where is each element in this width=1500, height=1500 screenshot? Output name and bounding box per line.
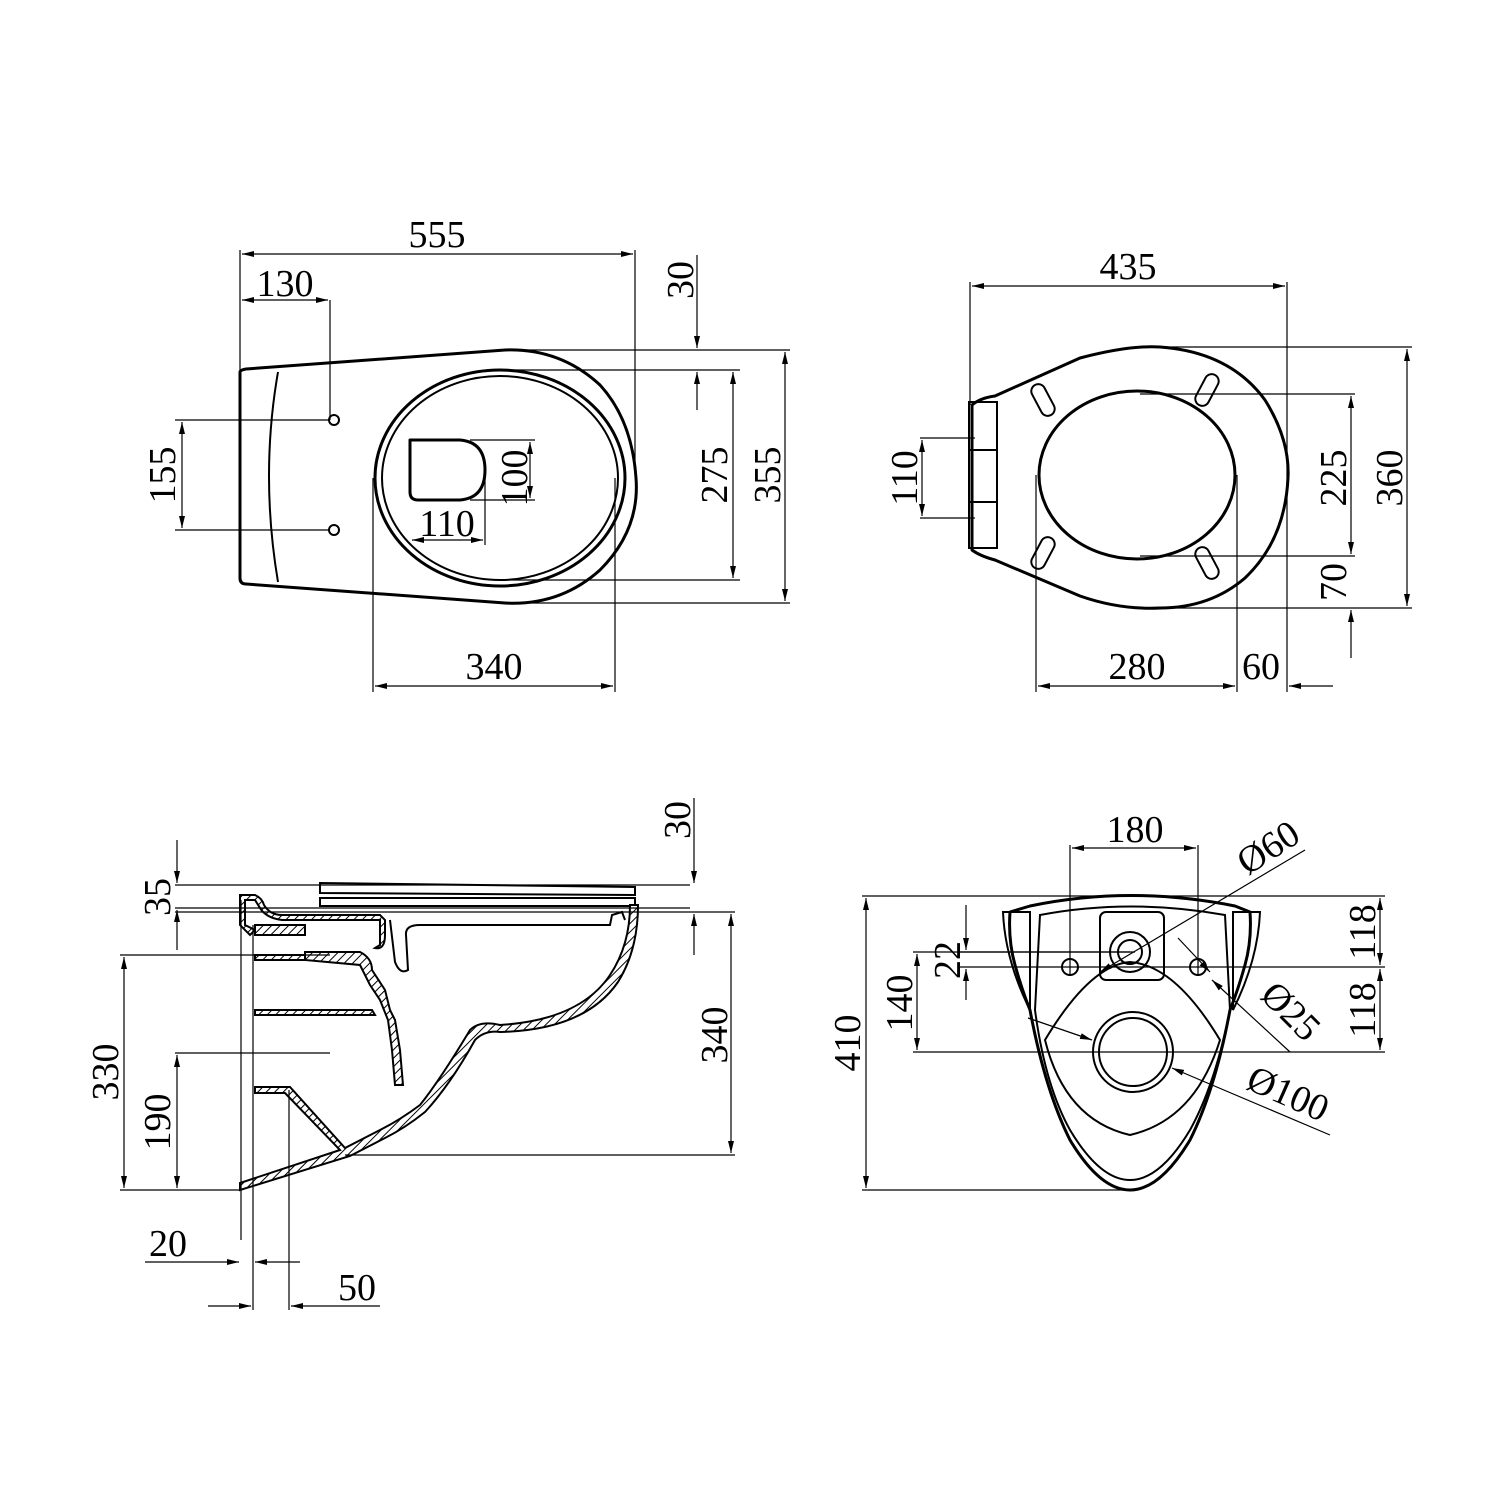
bumper-icon — [1030, 383, 1056, 417]
dimension-labels: 30 35 330 190 340 20 50 — [85, 801, 736, 1309]
dim-seat-thickness: 30 — [657, 801, 699, 839]
dim-bolt-diameter: Ø25 — [1252, 974, 1328, 1050]
dimension-labels: 555 130 30 155 100 110 275 355 340 — [142, 214, 789, 688]
dim-inlet-diameter: Ø60 — [1230, 812, 1308, 883]
top-bowl-view: 555 130 30 155 100 110 275 355 340 — [142, 214, 790, 692]
dim-overall-width: 355 — [747, 447, 789, 504]
dim-lower-offset: 118 — [1342, 982, 1384, 1038]
dim-bolt-to-outlet: 140 — [879, 975, 921, 1032]
dim-seat-length: 435 — [1100, 246, 1157, 288]
dim-mount-offset: 130 — [257, 263, 314, 305]
mount-hole-icon — [328, 524, 340, 536]
dimension-labels: 435 110 225 360 70 280 60 — [884, 246, 1411, 688]
dim-rear-margin: 70 — [1313, 563, 1355, 601]
bumper-icon — [1194, 373, 1220, 407]
bowl-outline — [238, 348, 638, 605]
dim-outlet-height: 190 — [137, 1094, 179, 1151]
dim-hinge-spacing: 110 — [884, 450, 926, 506]
dim-mount-spacing: 155 — [142, 447, 184, 504]
section-outline — [239, 881, 640, 1192]
dim-front-margin: 60 — [1242, 646, 1280, 688]
dim-opening-length: 280 — [1109, 646, 1166, 688]
dim-rim-to-seat: 35 — [137, 878, 179, 916]
dim-bolt-spacing: 180 — [1107, 809, 1164, 851]
dim-inlet-to-bolt: 22 — [927, 941, 969, 979]
rear-outline — [1001, 894, 1262, 1192]
dimension-lines — [175, 250, 790, 692]
dimension-lines — [120, 798, 735, 1310]
dim-bowl-inner-width: 275 — [694, 447, 736, 504]
side-section-view: 30 35 330 190 340 20 50 — [85, 798, 736, 1310]
seat-outline — [968, 345, 1290, 610]
dim-overall-length: 555 — [409, 214, 466, 256]
dim-outlet-height: 100 — [494, 450, 536, 507]
dim-total-height: 330 — [85, 1044, 127, 1101]
top-seat-view: 435 110 225 360 70 280 60 — [884, 246, 1412, 692]
bumper-icon — [1030, 536, 1056, 570]
dim-bowl-length: 340 — [466, 646, 523, 688]
dim-opening-width: 225 — [1313, 450, 1355, 507]
dim-overall-height: 410 — [827, 1015, 869, 1072]
dimension-lines — [862, 845, 1385, 1191]
dim-bowl-depth: 340 — [694, 1007, 736, 1064]
dim-upper-offset: 118 — [1342, 904, 1384, 960]
bumper-icon — [1194, 546, 1220, 580]
dimension-lines — [919, 282, 1412, 692]
dim-outlet-width: 110 — [419, 503, 475, 545]
rear-view: 180 Ø60 Ø25 Ø100 410 22 140 118 118 — [827, 809, 1385, 1192]
dim-outlet-spigot: 50 — [338, 1267, 376, 1309]
dim-seat-gap: 30 — [660, 261, 702, 299]
dim-seat-width: 360 — [1369, 450, 1411, 507]
dim-wall-gap: 20 — [149, 1223, 187, 1265]
dim-outlet-diameter: Ø100 — [1241, 1058, 1335, 1131]
